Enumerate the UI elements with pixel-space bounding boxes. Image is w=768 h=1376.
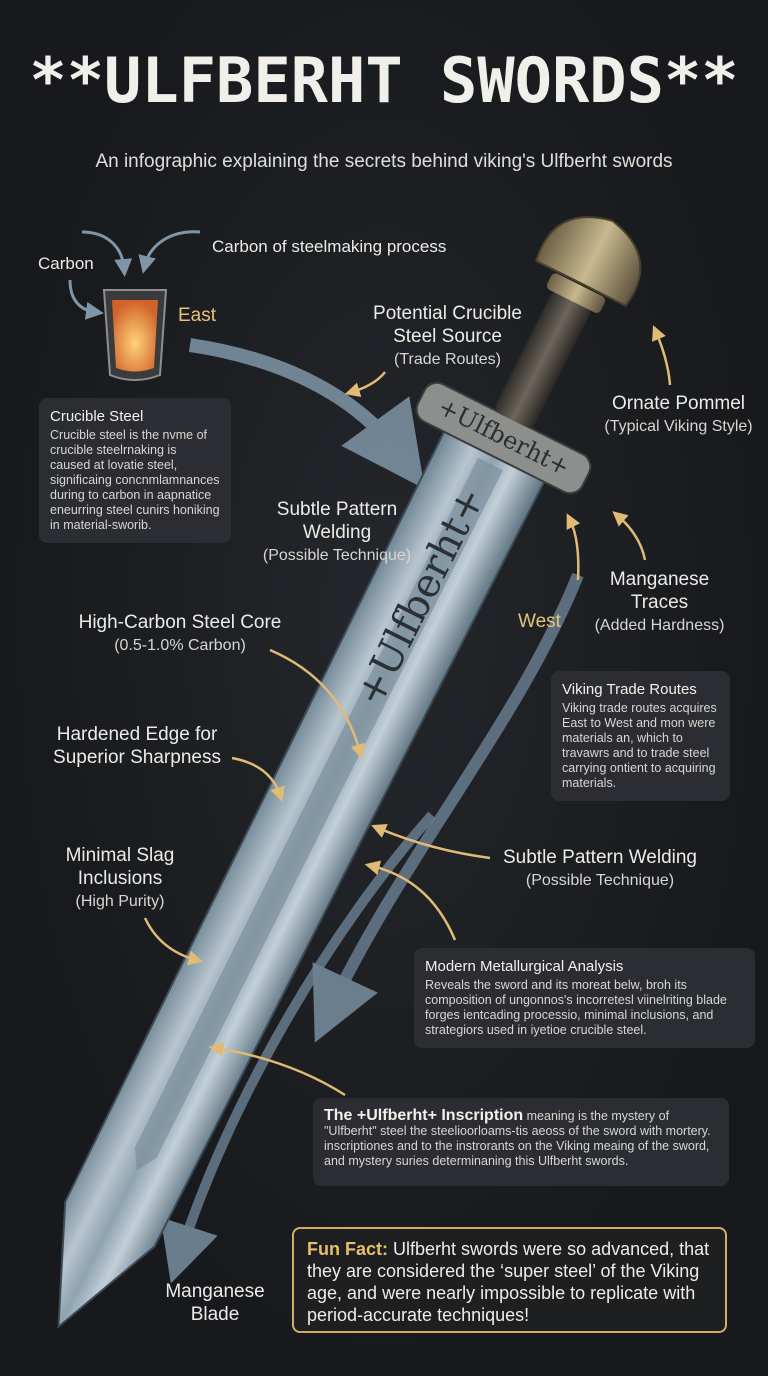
- manganese-route-arrow: [160, 811, 436, 1284]
- page-subtitle: An infographic explaining the secrets be…: [95, 151, 673, 172]
- grip: [495, 291, 591, 428]
- manganese-pointer-1: [612, 511, 647, 561]
- label-crucible-source: Potential Crucible Steel Source(Trade Ro…: [373, 303, 522, 368]
- label-edge: Hardened Edge for Superior Sharpness: [53, 724, 221, 768]
- label-core: High-Carbon Steel Core(0.5-1.0% Carbon): [78, 612, 282, 654]
- slag-pointer: [143, 917, 204, 966]
- pommel: [535, 216, 642, 307]
- pattern-pointer-1: [371, 824, 491, 860]
- fun-fact-label: Fun Fact:: [307, 1239, 388, 1259]
- source-pointer: [344, 371, 386, 397]
- fun-fact-text: Ulfberht swords were so advanced, that t…: [307, 1239, 710, 1325]
- label-carbon: Carbon: [38, 254, 94, 273]
- sword: +Ulfberht+ +Ulfberht+: [57, 216, 642, 1330]
- pommel-pointer: [652, 325, 672, 386]
- fuller: [135, 457, 504, 1171]
- inscription-title: The +Ulfberht+ Inscription: [324, 1107, 524, 1124]
- trade-routes-title: Viking Trade Routes: [562, 681, 697, 698]
- crucible-steel-text: Crucible steel is the nvme of crucible s…: [50, 428, 220, 532]
- crucible-steel-title: Crucible Steel: [50, 408, 144, 425]
- east-route-arrow: [188, 338, 425, 489]
- inscription-box: The +Ulfberht+ Inscription meaning is th…: [313, 1098, 729, 1186]
- carbon-arrow: [81, 230, 133, 277]
- label-pattern-welding-1: Subtle Pattern Welding(Possible Techniqu…: [262, 499, 412, 564]
- west-route-arrow: [312, 572, 584, 1043]
- analysis-title: Modern Metallurgical Analysis: [425, 958, 624, 975]
- core-pointer: [269, 648, 366, 760]
- crucible-icon: [102, 289, 168, 381]
- inscription-pointer: [208, 1041, 346, 1097]
- manganese-pointer-2: [566, 513, 581, 581]
- label-west: West: [518, 611, 561, 632]
- page-title: **ULFBERHT SWORDS**: [29, 44, 739, 117]
- label-pommel: Ornate Pommel(Typical Viking Style): [604, 393, 753, 435]
- label-manganese-traces: Manganese Traces(Added Hardness): [594, 569, 725, 634]
- inscription-text: meaning is the mystery of "Ulfberht" ste…: [324, 1109, 711, 1168]
- pattern-pointer-2: [364, 860, 457, 941]
- analysis-text: Reveals the sword and its moreat belw, b…: [425, 978, 727, 1037]
- edge-pointer: [231, 756, 285, 803]
- label-manganese-blade: Manganese Blade: [165, 1281, 265, 1325]
- label-carbon-process: Carbon of steelmaking process: [212, 237, 447, 256]
- label-slag: Minimal Slag Inclusions(High Purity): [65, 845, 175, 910]
- carbon-arrow-2: [68, 279, 104, 320]
- label-pattern-welding-2: Subtle Pattern Welding(Possible Techniqu…: [503, 847, 697, 889]
- fun-fact-box: Fun Fact: Ulfberht swords were so advanc…: [292, 1227, 727, 1333]
- trade-routes-text: Viking trade routes acquires East to Wes…: [562, 701, 717, 790]
- carbon-process-arrow: [138, 230, 201, 274]
- label-east: East: [178, 305, 217, 326]
